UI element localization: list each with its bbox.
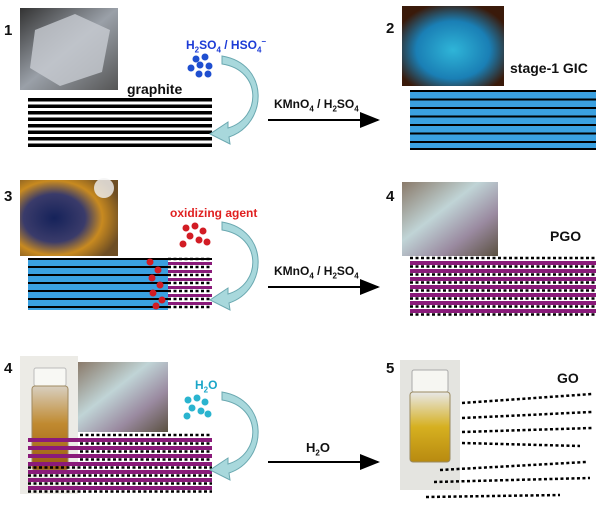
panel-number-4: 4: [386, 188, 395, 205]
arrow-2-label: KMnO4 / H2SO4: [274, 264, 359, 281]
panel-number-6: 5: [386, 360, 395, 377]
red-dots-cluster: [179, 222, 211, 248]
partially-intercalated-stack: [28, 257, 212, 310]
graphite-label: graphite: [127, 81, 183, 97]
red-dots-front: [146, 258, 166, 310]
go-label: GO: [557, 370, 579, 386]
arrow-3-label: H2O: [306, 440, 330, 458]
panel-number-1: 1: [4, 22, 13, 39]
gic-layer-stack: [410, 90, 596, 150]
panel-5-pgo-water: [20, 356, 259, 494]
panel-1-graphite: [20, 8, 259, 147]
gic-micrograph: [402, 6, 504, 86]
panel-2-gic: [402, 6, 596, 150]
pgo-layer-stack-2: [28, 433, 212, 493]
panel-number-5: 4: [4, 360, 13, 377]
stage1-gic-label: stage-1 GIC: [510, 60, 588, 76]
panel-number-2: 2: [386, 20, 395, 37]
curved-arrow-1: [209, 55, 259, 145]
reagent-h2so4-hso4: H2SO4 / HSO4−: [186, 37, 267, 55]
pgo-layer-stack: [410, 256, 596, 316]
pgo-micrograph-2: [78, 362, 168, 432]
reagent-oxidizing-agent: oxidizing agent: [170, 206, 258, 220]
curved-arrow-2: [209, 221, 259, 311]
curved-arrow-3: [209, 391, 259, 481]
blue-dots-cluster: [187, 53, 213, 78]
cyan-dots-cluster: [183, 394, 212, 420]
panel-4-pgo: [402, 182, 596, 316]
panel-number-3: 3: [4, 188, 13, 205]
exfoliated-go-sheets: [425, 392, 593, 499]
pgo-micrograph: [402, 182, 498, 256]
panel-3-oxidation: [20, 178, 259, 311]
reagent-water: H2O: [195, 378, 218, 395]
panel-6-go: [400, 360, 593, 499]
graphite-layer-stack: [28, 98, 212, 147]
arrow-1-label: KMnO4 / H2SO4: [274, 97, 359, 114]
pgo-label: PGO: [550, 228, 582, 244]
